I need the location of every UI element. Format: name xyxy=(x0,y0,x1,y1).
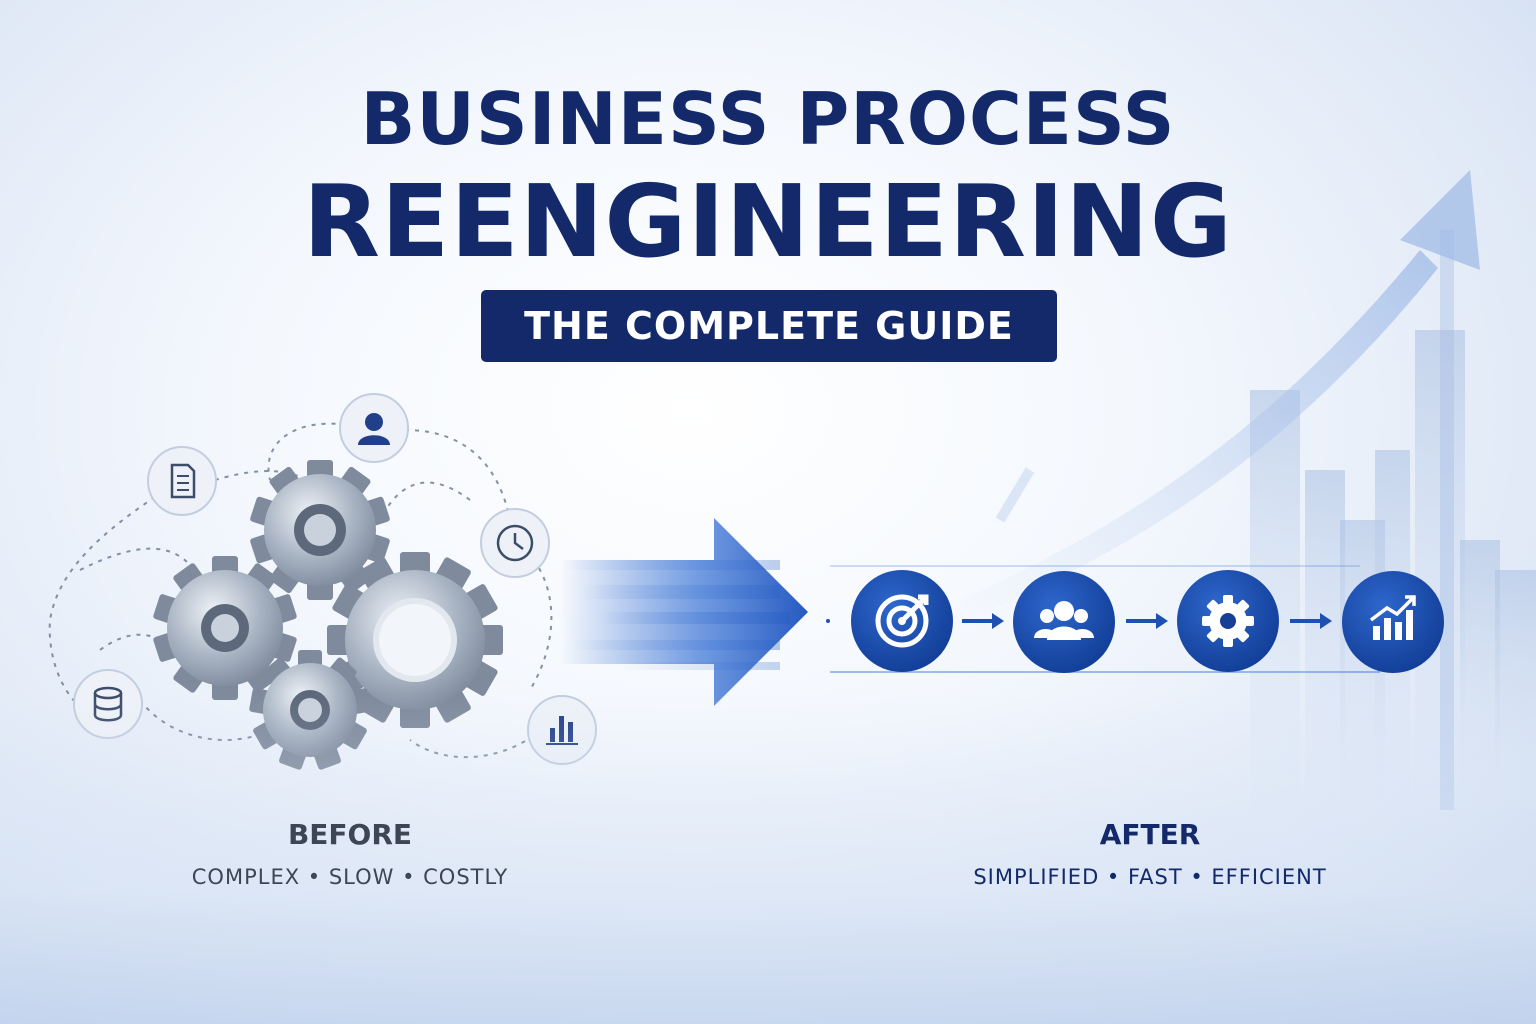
growth-chart-icon xyxy=(1342,571,1444,673)
rising-arrow xyxy=(960,170,1480,618)
title-line-2: REENGINEERING xyxy=(303,163,1233,280)
after-subtitle: SIMPLIFIED • FAST • EFFICIENT xyxy=(973,865,1327,889)
user-icon xyxy=(339,393,409,463)
target-icon xyxy=(851,570,953,672)
step-arrows xyxy=(826,613,1332,629)
floor-reflection xyxy=(0,694,1536,1024)
after-heading: AFTER xyxy=(1099,818,1201,851)
transformation-arrow xyxy=(560,518,808,706)
team-icon xyxy=(1013,571,1115,673)
before-heading: BEFORE xyxy=(287,818,413,851)
gear-icon xyxy=(1177,570,1279,672)
title-line-1: BUSINESS PROCESS xyxy=(360,77,1176,161)
before-subtitle: COMPLEX • SLOW • COSTLY xyxy=(191,865,509,889)
document-icon xyxy=(147,446,217,516)
subtitle-badge: THE COMPLETE GUIDE xyxy=(481,290,1057,362)
gears-cluster xyxy=(153,460,503,770)
clock-icon xyxy=(480,508,550,578)
